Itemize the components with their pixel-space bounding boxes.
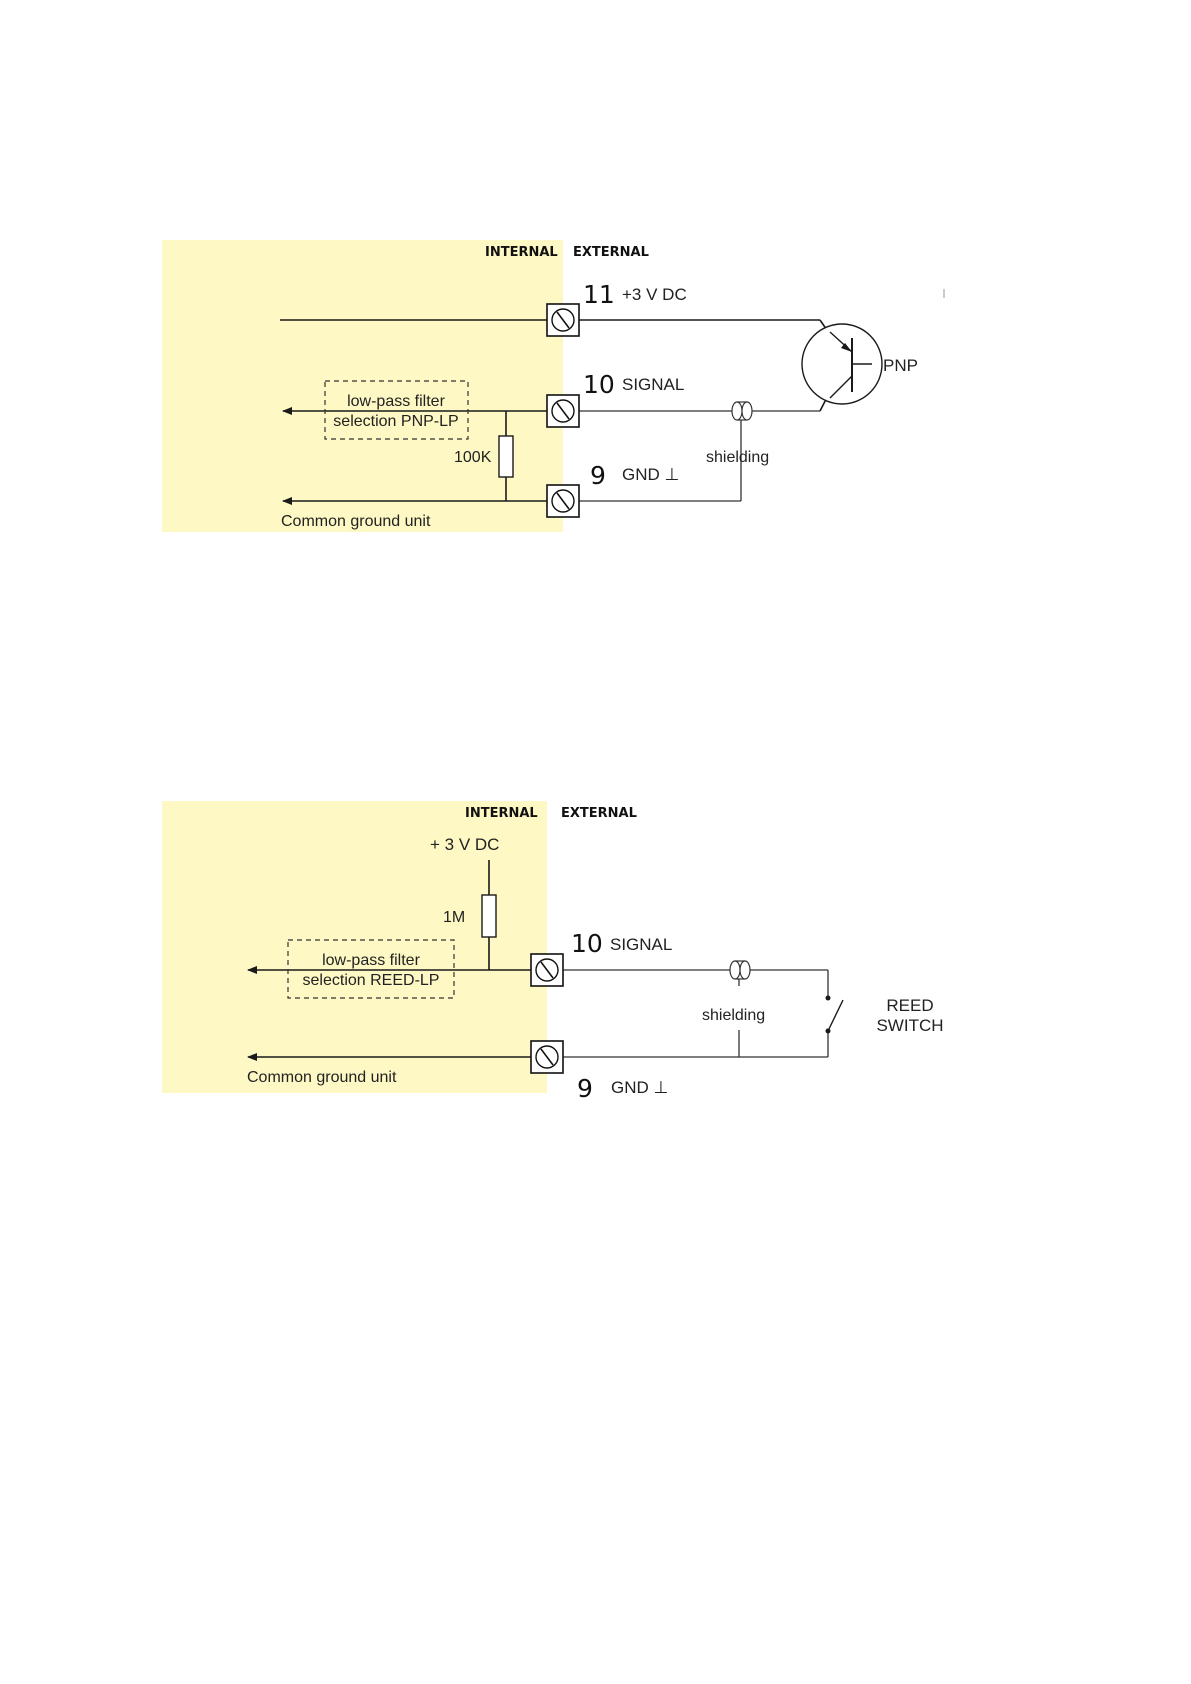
filter-label-2-line2: selection REED-LP (303, 972, 440, 989)
reed-switch-icon (826, 996, 844, 1034)
common-ground-label-2: Common ground unit (247, 1069, 397, 1086)
switch-label-line1: REED (886, 996, 933, 1015)
terminal-9-b-label: GND ⊥ (611, 1078, 668, 1097)
shield-icon-2 (730, 961, 750, 979)
internal-header-2: INTERNAL (465, 806, 538, 821)
shielding-label-2: shielding (702, 1007, 765, 1024)
shielding-label: shielding (706, 449, 769, 466)
supply-label: + 3 V DC (430, 835, 499, 854)
terminal-10-label: SIGNAL (622, 375, 684, 394)
filter-label-2-line1: low-pass filter (322, 952, 420, 969)
resistor-1m (482, 895, 496, 937)
external-header: EXTERNAL (573, 245, 649, 260)
terminal-11-label: +3 V DC (622, 285, 687, 304)
terminal-10 (547, 395, 579, 427)
reed-wiring-diagram: INTERNAL EXTERNAL + 3 V DC 1M REED SWITC… (162, 801, 944, 1103)
terminal-11 (547, 304, 579, 336)
terminal-9-b-number: 9 (577, 1074, 593, 1103)
transistor-label: PNP (883, 356, 918, 375)
internal-zone (162, 240, 563, 532)
terminal-10-b-number: 10 (571, 929, 603, 958)
terminal-9-b (531, 1041, 563, 1073)
terminal-9 (547, 485, 579, 517)
terminal-9-number: 9 (590, 461, 606, 490)
terminal-11-number: 11 (583, 280, 615, 309)
resistor-label-2: 1M (443, 909, 465, 926)
terminal-10-b (531, 954, 563, 986)
terminal-10-b-label: SIGNAL (610, 935, 672, 954)
resistor-100k (499, 436, 513, 477)
pnp-transistor-icon (802, 324, 882, 404)
external-header-2: EXTERNAL (561, 806, 637, 821)
pnp-wiring-diagram: INTERNAL EXTERNAL 100K low-pass filter s… (162, 240, 944, 532)
terminal-10-number: 10 (583, 370, 615, 399)
common-ground-label: Common ground unit (281, 513, 431, 530)
resistor-label: 100K (454, 449, 492, 466)
switch-label-line2: SWITCH (876, 1016, 943, 1035)
shield-icon (732, 402, 752, 420)
filter-label-line2: selection PNP-LP (333, 413, 458, 430)
filter-label-line1: low-pass filter (347, 393, 445, 410)
internal-header: INTERNAL (485, 245, 558, 260)
terminal-9-label: GND ⊥ (622, 465, 679, 484)
